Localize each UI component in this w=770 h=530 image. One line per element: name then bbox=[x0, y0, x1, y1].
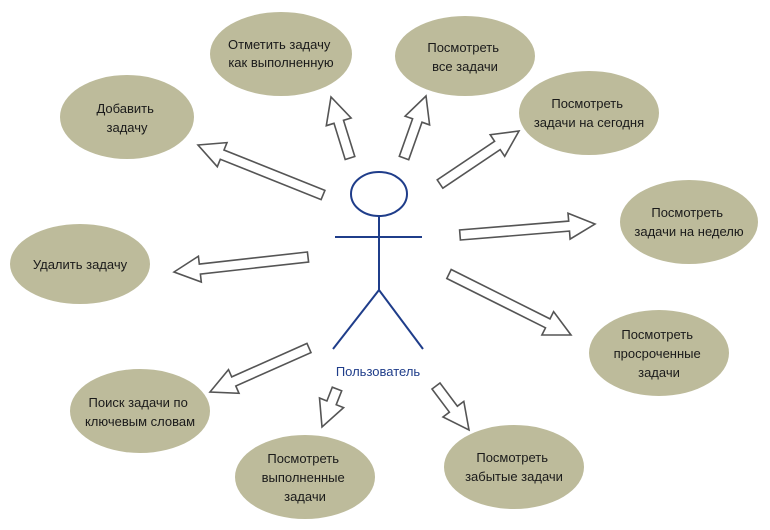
use-case-view-overdue-line: Посмотреть bbox=[621, 327, 693, 342]
actor-head bbox=[350, 171, 408, 217]
svg-text:Посмотреть задачи на нед: Посмотреть задачи на неделю bbox=[634, 205, 743, 239]
use-case-view-today-ellipse bbox=[519, 71, 659, 155]
use-case-view-done-line: выполненные bbox=[262, 470, 345, 485]
use-case-add-line: задачу bbox=[107, 120, 148, 135]
svg-text:Посмотреть все задачи: Посмотреть все задачи bbox=[427, 40, 502, 74]
use-case-view-all-ellipse bbox=[395, 16, 535, 96]
use-case-add: Добавить задачу bbox=[60, 75, 194, 159]
use-case-view-overdue-line: задачи bbox=[638, 365, 680, 380]
use-case-view-done-line: задачи bbox=[284, 489, 326, 504]
use-case-view-done-ellipse bbox=[235, 435, 375, 519]
use-case-view-today-line: задачи на сегодня bbox=[534, 115, 644, 130]
actor-right-leg bbox=[378, 289, 424, 350]
arrow-to-view-today bbox=[436, 130, 521, 190]
arrow-to-search bbox=[208, 342, 313, 395]
arrow-to-view-week bbox=[458, 211, 597, 241]
actor-label: Пользователь bbox=[336, 364, 421, 379]
use-case-add-ellipse bbox=[60, 75, 194, 159]
use-case-delete: Удалить задачу bbox=[10, 224, 150, 304]
svg-text:Посмотреть выполненные: Посмотреть выполненные задачи bbox=[262, 451, 349, 504]
use-case-view-done-line: Посмотреть bbox=[267, 451, 339, 466]
use-case-mark-done: Отметить задачу как выполненную bbox=[210, 12, 352, 96]
use-case-view-forgot-line: Посмотреть bbox=[476, 450, 548, 465]
use-case-view-forgot-ellipse bbox=[444, 425, 584, 509]
arrows bbox=[172, 94, 597, 432]
use-case-view-today-line: Посмотреть bbox=[551, 96, 623, 111]
use-case-view-week-line: задачи на неделю bbox=[634, 224, 743, 239]
arrow-to-delete bbox=[172, 251, 310, 284]
arrow-to-view-overdue bbox=[445, 268, 573, 336]
use-case-view-week: Посмотреть задачи на неделю bbox=[620, 180, 758, 264]
use-case-view-done: Посмотреть выполненные задачи bbox=[235, 435, 375, 519]
use-case-mark-done-line: как выполненную bbox=[228, 55, 334, 70]
use-case-delete-line: Удалить задачу bbox=[33, 257, 128, 272]
use-case-view-forgot-line: забытые задачи bbox=[465, 469, 563, 484]
use-case-view-today: Посмотреть задачи на сегодня bbox=[519, 71, 659, 155]
use-case-view-all: Посмотреть все задачи bbox=[395, 16, 535, 96]
arrow-to-mark-done bbox=[325, 95, 356, 161]
use-case-view-week-ellipse bbox=[620, 180, 758, 264]
use-case-add-line: Добавить bbox=[96, 101, 154, 116]
use-case-view-overdue: Посмотреть просроченные задачи bbox=[589, 310, 729, 396]
svg-text:Поиск задачи по ключевым: Поиск задачи по ключевым словам bbox=[85, 395, 195, 429]
svg-text:Посмотреть просроченные: Посмотреть просроченные задачи bbox=[614, 327, 705, 380]
svg-text:Посмотреть забытые задач: Посмотреть забытые задачи bbox=[465, 450, 563, 484]
use-case-search-line: Поиск задачи по bbox=[89, 395, 188, 410]
use-case-delete-ellipse bbox=[10, 224, 150, 304]
use-case-mark-done-line: Отметить задачу bbox=[228, 37, 331, 52]
arrow-to-view-all bbox=[398, 94, 431, 161]
use-case-view-all-line: Посмотреть bbox=[427, 40, 499, 55]
use-case-view-overdue-line: просроченные bbox=[614, 346, 701, 361]
use-case-search: Поиск задачи по ключевым словам bbox=[70, 369, 210, 453]
arrow-to-view-forgot bbox=[430, 381, 471, 432]
svg-text:Отметить задачу как выпо: Отметить задачу как выполненную bbox=[228, 37, 334, 70]
actor-left-leg bbox=[332, 289, 380, 350]
use-case-mark-done-ellipse bbox=[210, 12, 352, 96]
svg-text:Удалить задачу: Удалить задачу bbox=[33, 257, 128, 272]
use-case-search-line: ключевым словам bbox=[85, 414, 195, 429]
use-case-view-forgot: Посмотреть забытые задачи bbox=[444, 425, 584, 509]
use-case-search-ellipse bbox=[70, 369, 210, 453]
arrow-to-add bbox=[196, 141, 326, 201]
use-case-view-week-line: Посмотреть bbox=[651, 205, 723, 220]
use-case-view-all-line: все задачи bbox=[432, 59, 498, 74]
use-case-view-overdue-ellipse bbox=[589, 310, 729, 396]
actor: Пользователь bbox=[332, 171, 424, 379]
svg-text:Посмотреть задачи на сег: Посмотреть задачи на сегодня bbox=[534, 96, 644, 130]
svg-text:Добавить задачу: Добавить задачу bbox=[96, 101, 157, 135]
arrow-to-view-done bbox=[318, 386, 346, 429]
